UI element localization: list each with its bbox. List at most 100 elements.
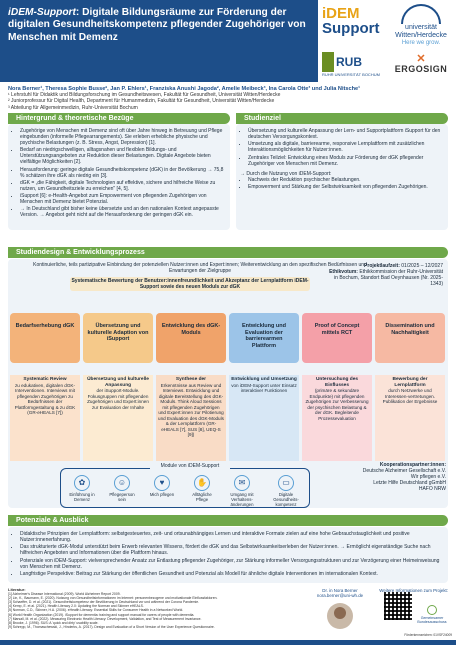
funding-id: Förderkennzeichen: 01VSF24009 xyxy=(404,633,452,637)
module-overview-title: Module von iDEM-Support xyxy=(150,463,230,469)
goal-list-2: Nachweis der Reduktion psychischer Belas… xyxy=(240,177,444,190)
phase-1: Bedarfserhebung dGK xyxy=(10,303,80,373)
uwh-logo-text: universität xyxy=(405,24,437,31)
ergosign-logo-text: ERGOSIGN xyxy=(394,64,448,74)
poster-title: iDEM-Support: Digitale Bildungsräume zur… xyxy=(8,7,313,44)
module-label: Pflegeperson sein xyxy=(109,492,135,502)
detail-text: Erkenntnisse aus Review und Interviews. … xyxy=(158,382,224,438)
detail-text: der iSupport-Module. Fokusgruppen mit pf… xyxy=(87,388,149,410)
module-label: Mich pflegen xyxy=(149,492,175,497)
ethics-value: Ethikkommission der Ruhr-Universität in … xyxy=(334,269,443,287)
affiliation-3: ³ Abteilung für Allgemeinmedizin, Ruhr-U… xyxy=(8,104,138,111)
title-text: : Digitale Bildungsräume zur Förderung d… xyxy=(8,7,306,43)
footer-bar xyxy=(0,640,456,645)
affiliation-2: ² Juniorprofessur für Digital Health, De… xyxy=(8,98,275,105)
uwh-arc-icon xyxy=(401,4,441,24)
uwh-logo: universität Witten/Herdecke Here we grow… xyxy=(388,4,454,46)
ergosign-x-icon: ✕ xyxy=(416,53,426,65)
project-duration-label: Projektlaufzeit: xyxy=(364,263,400,269)
background-bullet: iSupport [6]: e-Health-Angebot zum Empow… xyxy=(20,193,226,205)
hands-icon: ✋ xyxy=(194,475,210,491)
literature-ref: [9] Schrepp, M., Thomaschewski, J., Hind… xyxy=(8,624,215,629)
detail-heading: Systematic Review xyxy=(23,377,67,382)
goal-bullet: Nachweis der Reduktion psychischer Belas… xyxy=(248,177,444,183)
poster-header: iDEM-Support: Digitale Bildungsräume zur… xyxy=(0,0,456,82)
background-list: Zugehörige von Menschen mit Demenz sind … xyxy=(12,128,226,218)
goal-list: Übersetzung und kulturelle Anpassung der… xyxy=(240,128,444,167)
coop-label: Kooperationspartner:innen: xyxy=(379,462,446,468)
phase-label: Bedarfserhebung dGK xyxy=(15,323,75,329)
phase-6: Dissemination und Nachhaltigkeit xyxy=(375,303,445,373)
support-logo-word: Support xyxy=(322,20,380,37)
avatar xyxy=(327,603,353,630)
laptop-icon: ▭ xyxy=(278,475,294,491)
background-panel: Zugehörige von Menschen mit Demenz sind … xyxy=(8,124,230,230)
phase-label: Proof of Concept mittels RCT xyxy=(314,323,360,336)
coop-partner: Wir pflegen e.V. xyxy=(410,474,446,480)
title-brand: iDEM-Support xyxy=(8,7,76,18)
section-heading-outlook: Potenziale & Ausblick xyxy=(8,515,448,526)
title-band: iDEM-Support: Digitale Bildungsräume zur… xyxy=(0,0,318,82)
goal-panel: Übersetzung und kulturelle Anpassung der… xyxy=(236,124,448,230)
coop-partner: HAFO NRW xyxy=(418,486,446,492)
outlook-bullet: Langfristige Perspektive: Beitrag zur St… xyxy=(20,571,444,577)
detail-text: zu edukativen, digitalen dGK-Interventio… xyxy=(14,382,76,416)
literature-ref: [6] World Health Organization (2019). iS… xyxy=(8,612,195,617)
detail-text: (primäre & sekundäre Endpunkte) mit pfle… xyxy=(305,388,369,421)
person-icon: ☺ xyxy=(114,475,130,491)
funder-logo: Gemeinsamer Bundesausschuss xyxy=(414,605,450,624)
goal-bullet: Umsetzung als digitale, barrierearme, re… xyxy=(248,141,444,153)
literature-ref: [3] Schaeffer, D. et al. (2021). Gesundh… xyxy=(8,600,200,605)
qr-code-icon[interactable] xyxy=(384,592,412,620)
brain-icon: ✿ xyxy=(74,475,90,491)
goal-bullet: Empowerment und Stärkung der Selbstwirks… xyxy=(248,184,444,190)
module-item: ♥Mich pflegen xyxy=(147,475,177,497)
module-item: ☺Pflegeperson sein xyxy=(107,475,137,502)
literature-ref: [5] Norman, C.D., Skinner, H.A. (2006). … xyxy=(8,608,184,613)
literature-ref: [4] Kemp, E. et al. (2021). Health Liter… xyxy=(8,604,144,609)
author-names: Nora Berner¹, Theresa Sophie Busse², Jan… xyxy=(8,86,360,92)
phase-box xyxy=(156,313,226,363)
phase-box xyxy=(10,313,80,363)
phase-3: Entwicklung des dGK-Moduls xyxy=(156,303,226,373)
background-bullet: Herausforderung: geringe digitale Gesund… xyxy=(20,167,226,179)
phase-4: Entwicklung und Evaluation der barrierea… xyxy=(229,303,299,373)
design-intro: Kontinuierliche, teils partizipative Ein… xyxy=(33,262,367,274)
module-label: Digitale Gesundheits-kompetenz xyxy=(273,492,299,507)
background-bullet: → In Deutschland gibt bisher keine übers… xyxy=(20,206,226,218)
design-evaluation-note: Systematische Bewertung der Benutzer:inn… xyxy=(70,277,310,291)
contact-name: Dr. in Nora Berner xyxy=(322,588,358,593)
literature-block: Literatur: [1] Alzheimer's Disease Inter… xyxy=(8,587,298,629)
module-item: ✋Alltägliche Pflege xyxy=(187,475,217,502)
ethics-label: Ethikvotum: xyxy=(329,269,358,275)
funder-name: Gemeinsamer Bundesausschuss xyxy=(417,616,447,625)
detail-heading: Übersetzung und kulturelle Anpassung xyxy=(87,377,149,388)
goal-bullet: Übersetzung und kulturelle Anpassung der… xyxy=(248,128,444,140)
contact-email[interactable]: nora.berner@uni-wh.de xyxy=(316,593,364,599)
affiliation-1: ¹ Lehrstuhl für Didaktik und Bildungsfor… xyxy=(8,92,281,99)
heart-icon: ♥ xyxy=(154,475,170,491)
idem-support-logo: iDEM Support xyxy=(322,6,382,46)
phase-2: Übersetzung und kulturelle Adaption von … xyxy=(83,303,153,373)
detail-text: von iDEM-Support unter Einsatz interakti… xyxy=(231,382,297,394)
detail-heading: Synthese der xyxy=(175,377,207,382)
literature-ref: [7] Marsall, M. et al. (2022). Measuring… xyxy=(8,616,202,621)
qr-caption: Weitere Informationen zum Projekt: xyxy=(379,588,448,593)
module-overview: ✿Einführung in Demenz ☺Pflegeperson sein… xyxy=(60,468,310,508)
phase-box xyxy=(302,313,372,363)
outlook-bullet: Das strukturierte dGK-Modul unterstützt … xyxy=(20,544,444,556)
section-heading-design: Studiendesign & Entwicklungsprozess xyxy=(8,247,448,258)
phase-box xyxy=(375,313,445,363)
project-duration-value: 01/2025 – 12/2027 xyxy=(401,263,443,269)
phase-label: Entwicklung des dGK-Moduls xyxy=(161,323,221,336)
section-heading-goal: Studienziel xyxy=(236,113,448,124)
project-info: Projektlaufzeit: 01/2025 – 12/2027 Ethik… xyxy=(325,263,443,287)
outlook-panel: Didaktische Prinzipien der Lernplattform… xyxy=(8,527,448,583)
detail-heading: Bewerbung der Lernplattform xyxy=(392,377,428,388)
contact-block: Dr. in Nora Berner nora.berner@uni-wh.de xyxy=(300,588,380,640)
